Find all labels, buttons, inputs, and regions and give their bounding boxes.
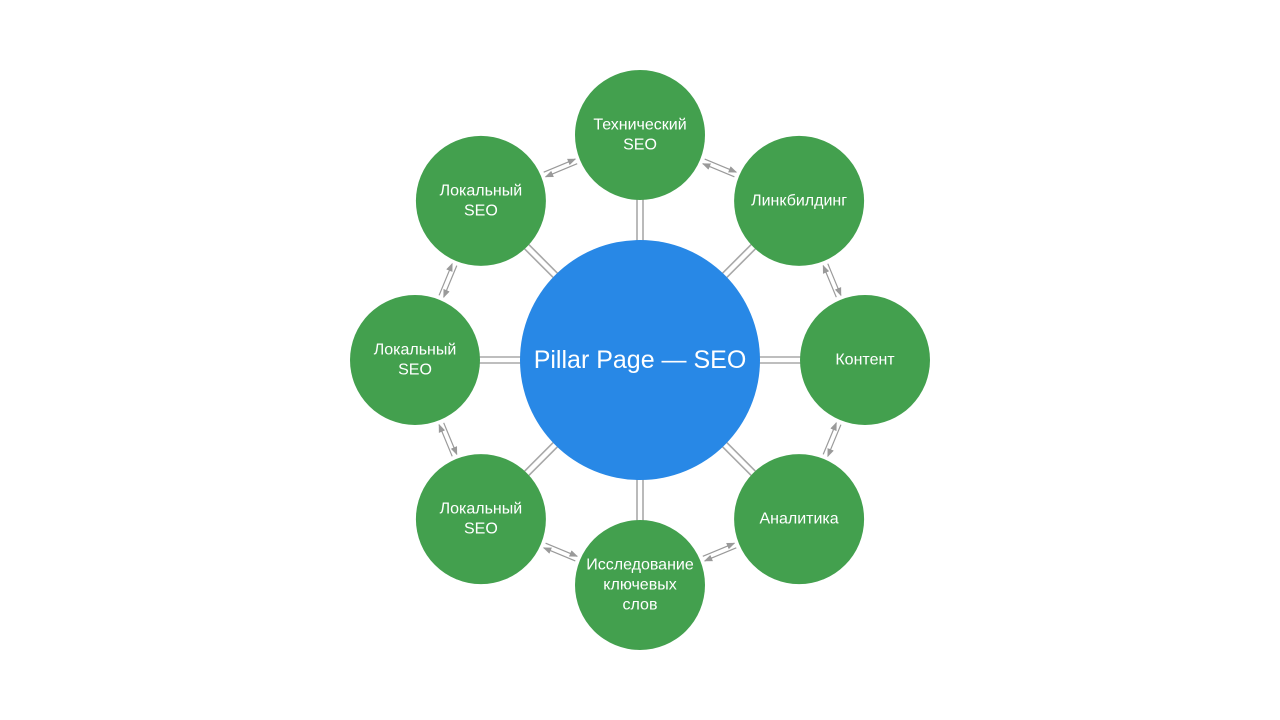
ring-arrow	[822, 264, 837, 298]
ring-arrow	[542, 547, 576, 562]
ring-arrow	[704, 158, 738, 173]
spoke-line	[527, 445, 560, 478]
hub-label: Pillar Page — SEO	[534, 346, 747, 374]
node-content[interactable]: Контент	[800, 295, 930, 425]
ring-arrow	[443, 422, 458, 456]
ring-arrow	[822, 422, 837, 455]
ring-arrow	[827, 263, 842, 297]
ring-connector	[702, 158, 738, 178]
node-label: SEO	[464, 521, 498, 538]
spoke-connector	[720, 242, 758, 280]
ring-connector	[822, 422, 842, 458]
spoke-connector	[636, 478, 644, 522]
ring-connector	[543, 158, 578, 178]
ring-arrow	[544, 163, 578, 178]
spoke-line	[522, 247, 555, 280]
ring-connectors	[438, 158, 842, 562]
ring-arrow	[545, 542, 578, 557]
spoke-line	[720, 242, 753, 275]
node-label: Локальный	[440, 182, 523, 199]
ring-connector	[438, 422, 458, 457]
node-circle[interactable]	[800, 295, 930, 425]
node-linkbuilding[interactable]: Линкбилдинг	[734, 135, 865, 266]
node-label: ключевых	[603, 577, 676, 594]
ring-arrow	[438, 262, 453, 296]
ring-connector	[438, 262, 458, 298]
node-label: SEO	[623, 137, 657, 154]
ring-connector	[822, 263, 842, 298]
spoke-connector	[522, 440, 560, 478]
node-label: Технический	[593, 117, 686, 134]
node-label: Локальный	[374, 342, 457, 359]
ring-connector	[702, 542, 737, 562]
hub-circle[interactable]	[520, 240, 760, 480]
node-keyword-research[interactable]: Исследование ключевых слов	[575, 520, 705, 650]
node-label: Контент	[835, 352, 895, 369]
ring-arrow	[702, 542, 736, 557]
node-label: Линкбилдинг	[751, 192, 847, 209]
node-label: Аналитика	[759, 511, 838, 528]
spoke-connector	[758, 356, 802, 364]
ring-arrow	[703, 547, 737, 562]
node-circle[interactable]	[350, 295, 480, 425]
spoke-line	[522, 440, 555, 473]
ring-arrow	[702, 163, 735, 178]
ring-arrow	[543, 158, 577, 173]
node-circle[interactable]	[575, 70, 705, 200]
node-label: слов	[623, 597, 658, 614]
node-circle[interactable]	[734, 454, 865, 585]
spoke-line	[725, 440, 758, 473]
ring-arrow	[827, 424, 842, 458]
ring-arrow	[443, 265, 458, 298]
spoke-connector	[478, 356, 522, 364]
node-label: Исследование	[586, 557, 694, 574]
node-circle[interactable]	[575, 520, 705, 650]
node-circle[interactable]	[415, 454, 546, 585]
node-analytics[interactable]: Аналитика	[734, 454, 865, 585]
node-circle[interactable]	[734, 135, 865, 266]
spoke-connector	[720, 440, 758, 478]
spoke-connector	[636, 198, 644, 242]
spoke-line	[527, 242, 560, 275]
node-label: SEO	[398, 362, 432, 379]
spoke-connectors	[478, 198, 802, 522]
spoke-line	[725, 247, 758, 280]
spoke-connector	[522, 242, 560, 280]
spoke-line	[720, 445, 753, 478]
ring-arrow	[438, 423, 453, 457]
node-circle[interactable]	[415, 135, 546, 266]
node-label: SEO	[464, 202, 498, 219]
node-label: Локальный	[440, 501, 523, 518]
hub-group: Pillar Page — SEO	[520, 240, 760, 480]
ring-connector	[542, 542, 578, 562]
